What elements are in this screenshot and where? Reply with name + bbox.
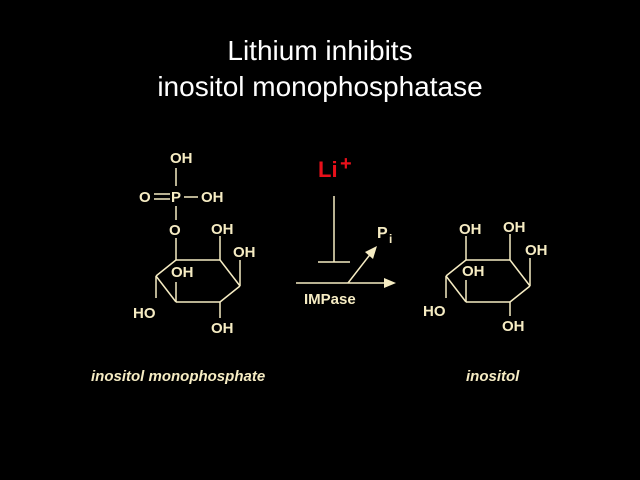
product-oh-center-label: OH bbox=[462, 263, 485, 280]
ring-bond bbox=[445, 259, 467, 277]
product-ho-left-label: HO bbox=[423, 303, 446, 320]
inorganic-phosphate-subscript: i bbox=[389, 232, 392, 246]
oh-right-label: OH bbox=[233, 244, 256, 261]
product-oh-right-label: OH bbox=[525, 242, 548, 259]
ester-o-label: O bbox=[169, 222, 181, 239]
ring-bond bbox=[445, 275, 467, 303]
product-oh-top-right-label: OH bbox=[503, 219, 526, 236]
oh-center-label: OH bbox=[171, 264, 194, 281]
product-caption: inositol bbox=[466, 368, 520, 385]
oh-upper-right-label: OH bbox=[211, 221, 234, 238]
slide-title-line-1: Lithium inhibits bbox=[227, 35, 413, 66]
phosphate-release-arrowhead bbox=[365, 246, 377, 259]
phosphate-oh-right-label: OH bbox=[201, 189, 224, 206]
ring-bond bbox=[155, 259, 177, 277]
ring-bond bbox=[219, 285, 241, 303]
phosphate-release-arrow bbox=[347, 251, 373, 284]
inorganic-phosphate-label: P bbox=[377, 225, 388, 242]
ring-bond bbox=[219, 259, 241, 287]
phosphate-o-label: O bbox=[139, 189, 151, 206]
lithium-charge-label: + bbox=[340, 153, 352, 175]
reaction-arrowhead bbox=[384, 278, 396, 288]
phosphate-oh-top-label: OH bbox=[170, 150, 193, 167]
slide-title-line-2: inositol monophosphatase bbox=[157, 71, 483, 102]
inositol-structure bbox=[445, 234, 531, 316]
ring-bond bbox=[509, 259, 531, 287]
phosphate-p-label: P bbox=[171, 189, 181, 206]
enzyme-label: IMPase bbox=[304, 291, 356, 308]
product-oh-bottom-label: OH bbox=[502, 318, 525, 335]
oh-bottom-label: OH bbox=[211, 320, 234, 337]
substrate-caption: inositol monophosphate bbox=[91, 368, 265, 385]
inositol-monophosphate-structure bbox=[154, 168, 241, 318]
lithium-label: Li bbox=[318, 157, 338, 182]
ring-bond bbox=[509, 285, 531, 303]
inhibition-bar bbox=[318, 196, 350, 263]
product-oh-top-left-label: OH bbox=[459, 221, 482, 238]
ring-bond bbox=[155, 275, 177, 303]
ho-left-label: HO bbox=[133, 305, 156, 322]
